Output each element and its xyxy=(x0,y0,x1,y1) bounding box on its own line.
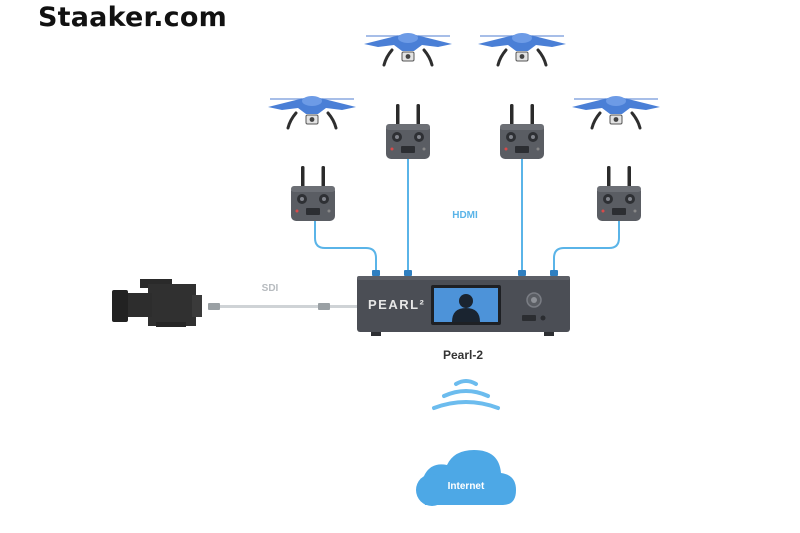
remote-controller-icon xyxy=(386,104,430,159)
sdi-cable xyxy=(208,303,358,310)
remote-controller-icon xyxy=(291,166,335,221)
drone-icon xyxy=(476,31,568,67)
site-watermark: Staaker.com xyxy=(38,2,227,33)
hdmi-cables xyxy=(314,159,620,275)
device-logo: PEARL² xyxy=(368,297,425,312)
wifi-icon xyxy=(432,379,500,410)
hdmi-cable xyxy=(553,221,620,275)
drone-icon xyxy=(570,94,662,130)
hdmi-label: HDMI xyxy=(452,210,478,221)
cloud-icon xyxy=(416,450,516,506)
hdmi-cable xyxy=(314,221,377,275)
remote-controller-icon xyxy=(597,166,641,221)
remote-controller-icon xyxy=(500,104,544,159)
sdi-label: SDI xyxy=(262,283,279,294)
cloud-label: Internet xyxy=(448,481,485,492)
video-camera-icon xyxy=(112,279,202,327)
device-label: Pearl-2 xyxy=(443,348,483,362)
drone-icon xyxy=(266,94,358,130)
hdmi-connectors xyxy=(372,270,558,276)
pearl-device-icon: PEARL² xyxy=(357,276,570,336)
drone-icon xyxy=(362,31,454,67)
